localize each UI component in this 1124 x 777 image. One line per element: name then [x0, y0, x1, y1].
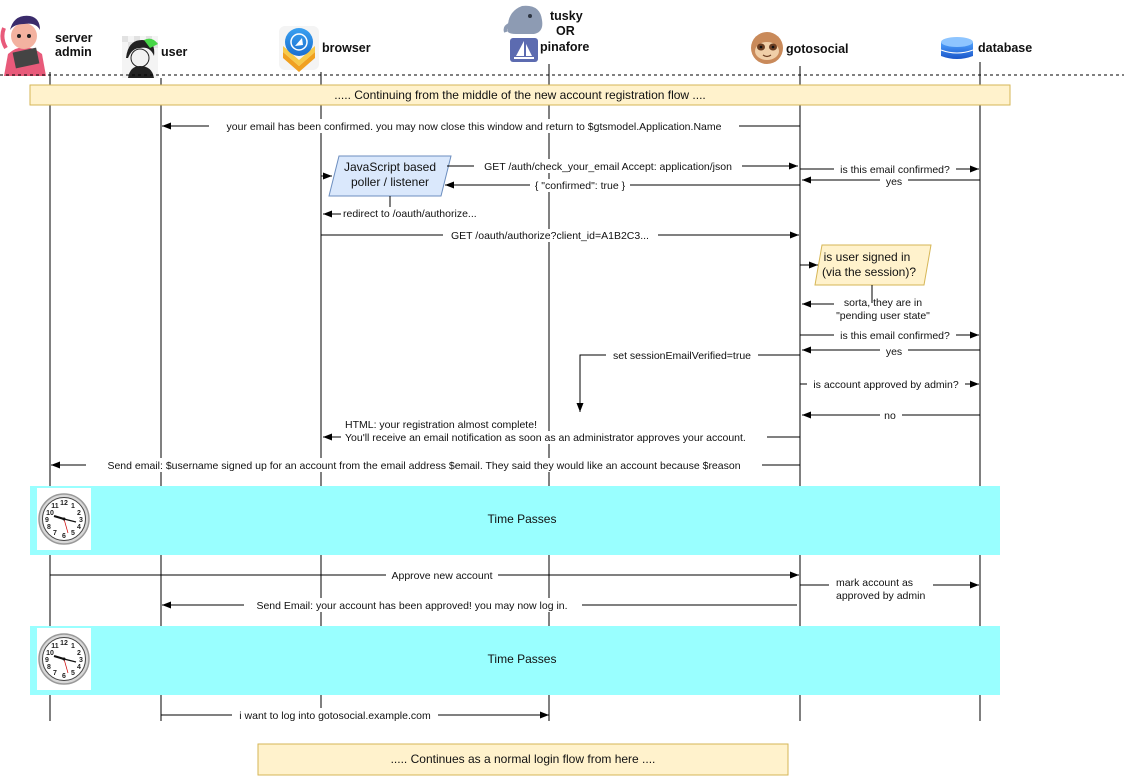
message-label: no — [884, 410, 896, 422]
poller-note-line: poller / listener — [351, 175, 429, 189]
message-label: GET /oauth/authorize?client_id=A1B2C3... — [451, 230, 649, 242]
message-label: yes — [886, 176, 902, 188]
message-registration-almost-complete: HTML: your registration almost complete!… — [323, 418, 800, 444]
message-no: no — [802, 409, 980, 422]
bottom-banner-text: ..... Continues as a normal login flow f… — [391, 752, 656, 766]
poller-note-line: JavaScript based — [344, 160, 436, 174]
message-label: { "confirmed": true } — [535, 180, 626, 192]
message-is-account-approved: is account approved by admin? — [800, 378, 979, 391]
actor-label-line: gotosocial — [786, 42, 849, 56]
message-label: HTML: your registration almost complete! — [345, 419, 537, 431]
signed-in-note: is user signed in (via the session)? — [800, 244, 932, 303]
actor-user: user — [122, 36, 188, 78]
top-banner: ..... Continuing from the middle of the … — [29, 84, 1011, 106]
actor-label-line: database — [978, 41, 1032, 55]
time-passes-label: Time Passes — [488, 652, 557, 666]
database-icon — [940, 37, 974, 59]
message-mark-approved: mark account as approved by admin — [800, 575, 979, 605]
message-is-email-confirmed-2: is this email confirmed? — [800, 329, 979, 342]
actor-label-line: browser — [322, 41, 371, 55]
message-email-confirmed: your email has been confirmed. you may n… — [162, 119, 800, 133]
message-label: your email has been confirmed. you may n… — [227, 121, 722, 133]
browser-icon — [279, 26, 319, 72]
message-label: Send email: $username signed up for an a… — [107, 460, 740, 472]
message-get-oauth-authorize: GET /oauth/authorize?client_id=A1B2C3... — [321, 229, 799, 242]
sloth-icon — [751, 32, 783, 64]
actor-tusky-or-pinafore: tusky OR pinafore — [503, 5, 589, 62]
message-label: yes — [886, 346, 902, 358]
actor-label-line: OR — [556, 24, 575, 38]
user-avatar-icon — [122, 36, 158, 78]
message-label: Send Email: your account has been approv… — [256, 600, 567, 612]
time-passes-block: Time Passes — [30, 486, 1000, 555]
message-redirect-authorize: redirect to /oauth/authorize... — [323, 207, 485, 221]
actor-label-line: tusky — [550, 9, 583, 23]
actor-label-line: user — [161, 45, 188, 59]
poller-note: JavaScript based poller / listener — [321, 155, 452, 208]
clock-icon — [36, 627, 92, 691]
message-label: set sessionEmailVerified=true — [613, 350, 751, 362]
actor-browser: browser — [279, 26, 371, 72]
message-label: redirect to /oauth/authorize... — [343, 208, 477, 220]
message-label: approved by admin — [836, 590, 925, 602]
message-yes-1: yes — [802, 176, 980, 188]
message-set-session-verified: set sessionEmailVerified=true — [576, 348, 800, 412]
message-want-login: i want to log into gotosocial.example.co… — [161, 708, 549, 722]
message-get-check-email: GET /auth/check_your_email Accept: appli… — [447, 159, 798, 173]
message-label: You'll receive an email notification as … — [345, 432, 746, 444]
message-label: is this email confirmed? — [840, 164, 950, 176]
message-confirmed-true: { "confirmed": true } — [445, 179, 800, 192]
admin-avatar-icon — [0, 14, 48, 76]
message-label: is account approved by admin? — [813, 379, 958, 391]
actor-label-line: admin — [55, 45, 92, 59]
message-approve-new-account: Approve new account — [50, 569, 799, 582]
message-send-email-admin: Send email: $username signed up for an a… — [51, 458, 800, 472]
actor-label-line: server — [55, 31, 93, 45]
message-label: Approve new account — [392, 570, 493, 582]
actor-server-admin: server admin — [0, 14, 93, 76]
message-label: sorta, they are in — [844, 297, 922, 309]
lifelines — [49, 62, 981, 721]
message-yes-2: yes — [802, 345, 980, 358]
clock-icon — [36, 487, 92, 551]
message-is-email-confirmed-1: is this email confirmed? — [800, 163, 979, 176]
time-passes-label: Time Passes — [488, 512, 557, 526]
actor-database: database — [940, 37, 1032, 59]
message-label: i want to log into gotosocial.example.co… — [239, 710, 431, 722]
actor-label-line: pinafore — [540, 40, 589, 54]
message-label: mark account as — [836, 577, 913, 589]
top-banner-text: ..... Continuing from the middle of the … — [334, 88, 706, 102]
actor-gotosocial: gotosocial — [751, 32, 849, 64]
message-label: "pending user state" — [836, 310, 930, 322]
signed-in-note-line: (via the session)? — [822, 265, 916, 279]
message-label: is this email confirmed? — [840, 330, 950, 342]
message-label: GET /auth/check_your_email Accept: appli… — [484, 161, 732, 173]
message-sorta-pending: sorta, they are in "pending user state" — [802, 297, 930, 322]
time-passes-block: Time Passes — [30, 626, 1000, 695]
bottom-banner: ..... Continues as a normal login flow f… — [257, 743, 789, 776]
mastodon-client-icon — [503, 5, 543, 62]
message-account-approved-email: Send Email: your account has been approv… — [162, 598, 797, 612]
signed-in-note-line: is user signed in — [824, 250, 911, 264]
